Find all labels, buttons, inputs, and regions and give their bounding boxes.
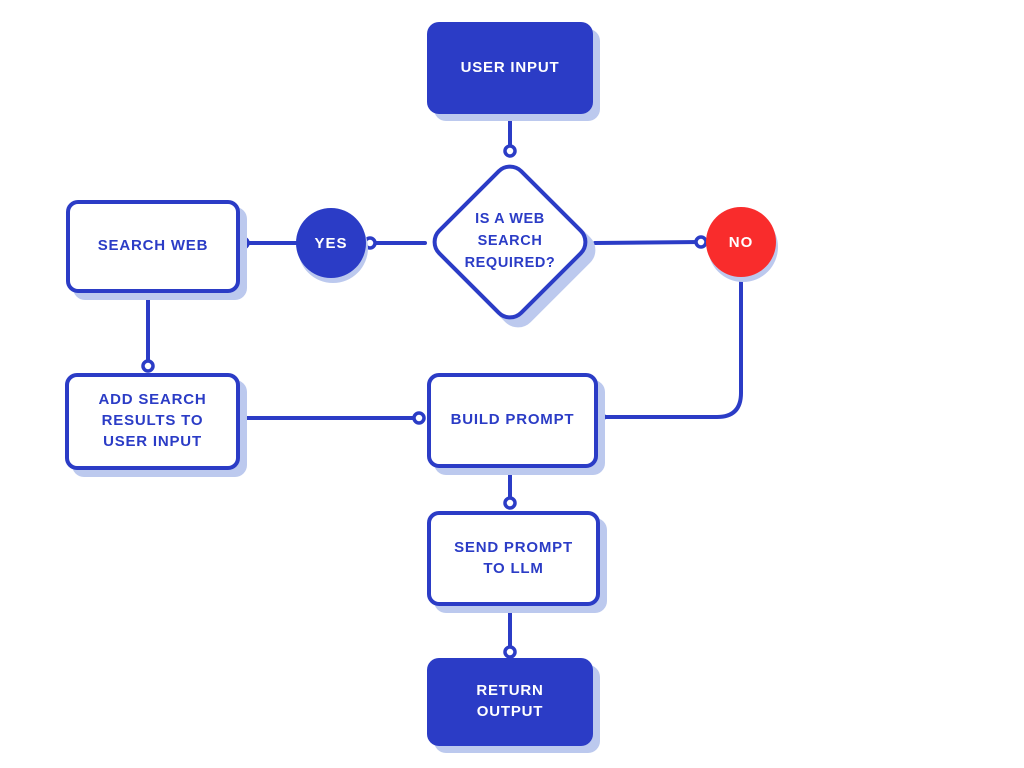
node-user-input: USER INPUT xyxy=(427,22,593,114)
badge-yes-label: YES xyxy=(314,234,348,252)
connector-decision-to-no xyxy=(593,240,703,245)
connector-dot-build-prompt-left xyxy=(412,411,426,425)
node-send-prompt-to-llm: SEND PROMPT TO LLM xyxy=(427,511,600,606)
node-build-prompt: BUILD PROMPT xyxy=(427,373,598,468)
connector-dot-no-left xyxy=(694,235,708,249)
badge-no-label: NO xyxy=(728,233,754,251)
node-decision: IS A WEB SEARCH REQUIRED? xyxy=(425,156,603,335)
connector-dot-decision-top xyxy=(503,144,517,158)
node-build-prompt-label: BUILD PROMPT xyxy=(450,411,575,429)
badge-no: NO xyxy=(706,207,776,277)
node-return-output: RETURN OUTPUT xyxy=(427,658,593,746)
connector-no-to-build-prompt xyxy=(597,273,743,419)
node-user-input-label: USER INPUT xyxy=(460,58,560,76)
node-add-search-results: ADD SEARCH RESULTS TO USER INPUT xyxy=(65,373,240,470)
connector-dot-return-output-top xyxy=(503,645,517,659)
connector-dot-add-results-top xyxy=(141,359,155,373)
node-return-output-label: RETURN OUTPUT xyxy=(476,682,544,720)
node-search-web: SEARCH WEB xyxy=(66,200,240,293)
node-send-prompt-to-llm-label: SEND PROMPT TO LLM xyxy=(454,538,573,577)
node-decision-label: IS A WEB SEARCH REQUIRED? xyxy=(464,211,556,271)
badge-yes: YES xyxy=(296,208,366,278)
node-search-web-label: SEARCH WEB xyxy=(97,237,209,255)
connector-dot-yes-right xyxy=(363,236,377,250)
node-add-search-results-label: ADD SEARCH RESULTS TO USER INPUT xyxy=(98,391,207,450)
connector-dot-send-prompt-top xyxy=(503,496,517,510)
